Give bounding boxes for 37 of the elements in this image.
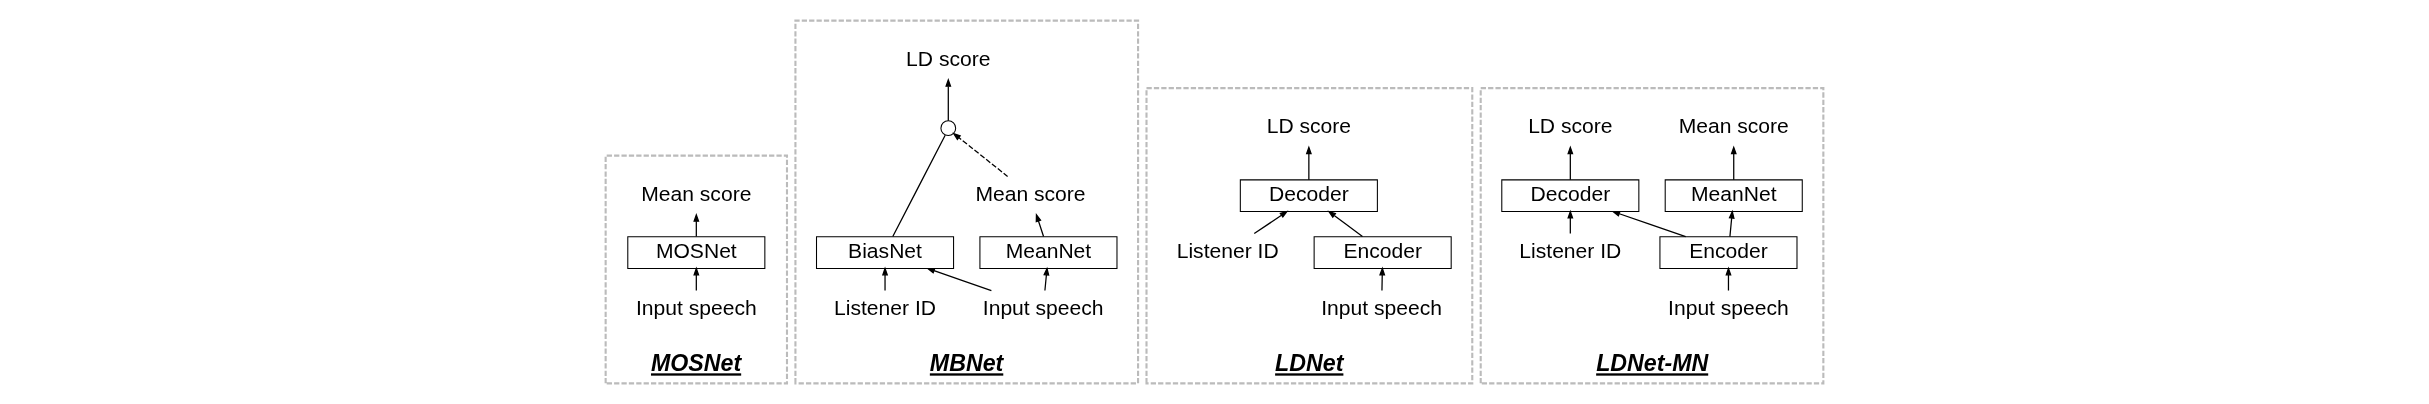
node-text: Listener ID <box>1519 238 1622 262</box>
node-text: Mean score <box>1678 114 1789 138</box>
node-text: Listener ID <box>1176 238 1279 262</box>
arrow <box>952 132 1009 178</box>
arrow <box>1379 266 1386 292</box>
arrow <box>1611 210 1687 238</box>
node-box: MeanNet <box>979 236 1118 269</box>
node-text: LD score <box>906 47 991 70</box>
node-box: Decoder <box>1501 179 1640 212</box>
node-box: Encoder <box>1313 236 1452 269</box>
node-box: BiasNet <box>816 236 955 269</box>
arrow <box>945 77 952 122</box>
node-text: LD score <box>1528 114 1613 138</box>
arrow <box>1728 209 1735 238</box>
node-circle <box>940 120 957 137</box>
arrow <box>881 266 889 292</box>
arrow <box>1035 213 1045 238</box>
node-box: MOSNet <box>627 236 766 269</box>
node-text: LD score <box>1266 114 1352 138</box>
node-box: Encoder <box>1659 236 1798 269</box>
node-text: Input speech <box>1668 295 1789 319</box>
arrow <box>1567 145 1574 181</box>
connector <box>892 134 946 238</box>
arrow <box>1305 145 1312 181</box>
node-text: Input speech <box>1321 295 1442 319</box>
arrow <box>1253 210 1289 235</box>
node-text: Mean score <box>641 181 752 205</box>
node-box: MeanNet <box>1664 179 1803 212</box>
node-text: Listener ID <box>834 295 937 319</box>
node-box: Decoder <box>1239 179 1378 212</box>
arrow <box>1327 210 1364 238</box>
node-text: Input speech <box>982 295 1104 319</box>
arrow <box>1730 145 1737 181</box>
arrow <box>1043 266 1050 292</box>
node-text: Mean score <box>975 181 1086 205</box>
arrow <box>926 267 993 292</box>
node-text: Input speech <box>635 295 757 319</box>
